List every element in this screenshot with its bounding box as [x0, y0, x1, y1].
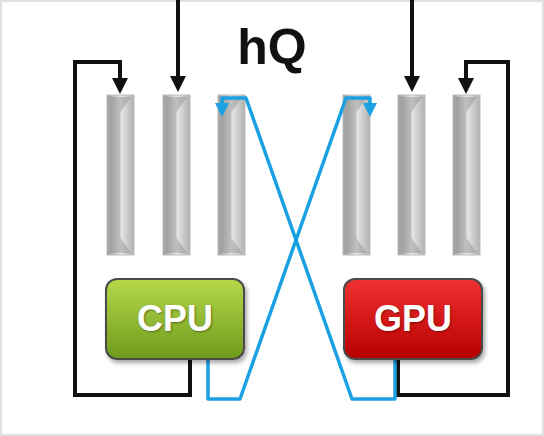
queue-bar [107, 95, 134, 255]
bar-bevel [346, 97, 367, 253]
box-label: CPU [137, 298, 213, 340]
bar-bevel [401, 97, 422, 253]
input-arrow [176, 0, 180, 84]
cpu-box: CPU [105, 278, 245, 360]
bar-bevel [221, 97, 242, 253]
input-arrow [410, 0, 414, 84]
title-label: hQ [237, 18, 306, 76]
bar-bevel [166, 97, 187, 253]
bar-bevel [110, 97, 131, 253]
queue-bar [343, 95, 370, 255]
gpu-box: GPU [343, 278, 483, 360]
queue-bar [163, 95, 190, 255]
queue-bar [453, 95, 480, 255]
bar-bevel [456, 97, 477, 253]
box-label: GPU [374, 298, 452, 340]
queue-bar [398, 95, 425, 255]
queue-bar [218, 95, 245, 255]
